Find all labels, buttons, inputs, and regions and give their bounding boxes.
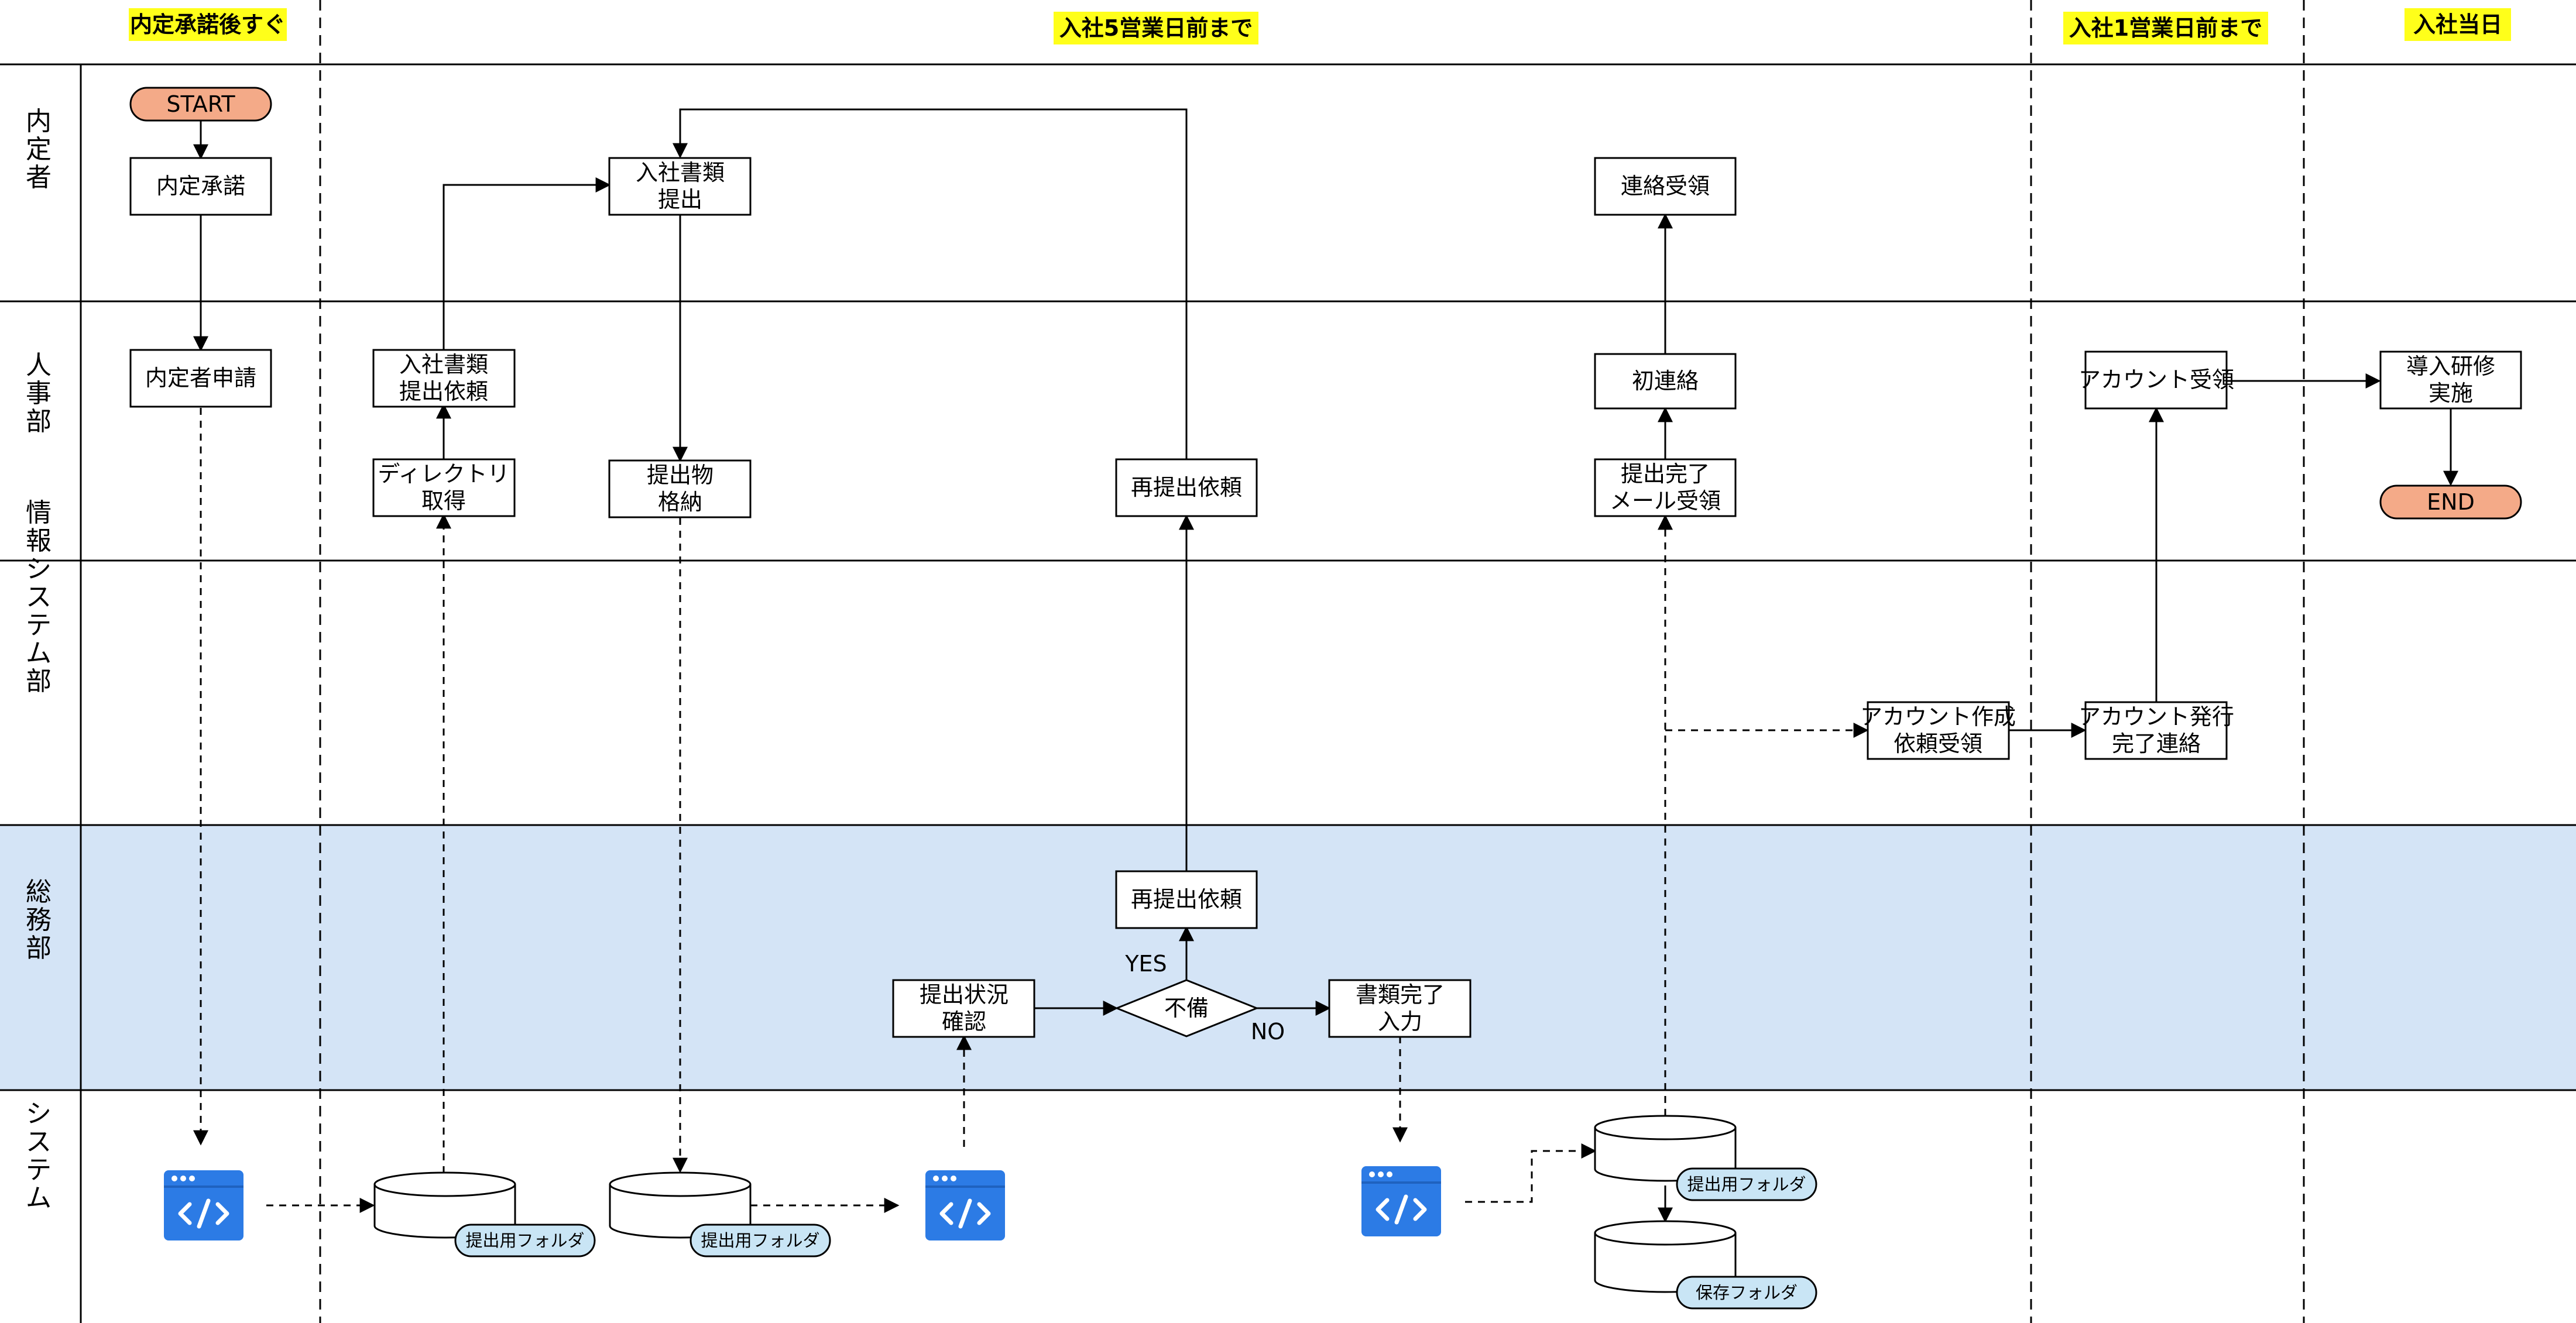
text-teishutsubutsu-kakuno: 提出物格納 [647, 462, 714, 515]
box-teishutsu-jokyo [892, 979, 1035, 1038]
phase-label-1: 内定承諾後すぐ [130, 12, 286, 37]
box-saiteishutsu-irai-hr [1115, 458, 1258, 517]
box-hatsu-renraku [1594, 353, 1737, 410]
text-directory-shutoku: ディレクトリ取得 [378, 461, 509, 514]
folder-label-3-text: 提出用フォルダ [1687, 1174, 1806, 1194]
decision-fubi [1114, 979, 1260, 1037]
text-dounyu-kenshu: 導入研修実施 [2406, 353, 2495, 406]
lane-label-somu: 総務部 [26, 877, 52, 963]
text-mail-juryo: 提出完了メール受領 [1610, 461, 1721, 514]
web-app-code-icon [1361, 1166, 1441, 1236]
end-terminal: END [2379, 484, 2522, 520]
text-account-hakko: アカウント発行完了連絡 [2078, 704, 2234, 757]
phase-label-2: 入社5営業日前まで [1059, 15, 1253, 41]
text-account-juryo: アカウント受領 [2078, 367, 2234, 393]
phase-highlight-3 [2063, 12, 2268, 44]
box-dounyu-kenshu [2379, 350, 2522, 410]
lane-label-jinji: 人事部 [26, 350, 52, 437]
text-fubi: 不備 [1164, 995, 1209, 1021]
lane-label-system: システム [26, 1099, 52, 1213]
folder-label-4: 保存フォルダ [1676, 1276, 1817, 1310]
start-terminal: START [129, 87, 272, 122]
lane-shade-somu [0, 825, 2576, 1090]
web-app-code-icon [925, 1170, 1005, 1240]
box-directory-shutoku [372, 458, 516, 517]
process-boxes [129, 157, 2522, 1038]
text-hatsu-renraku: 初連絡 [1632, 368, 1699, 394]
text-renraku-juryo: 連絡受領 [1621, 173, 1710, 199]
start-label: START [166, 91, 235, 117]
text-saiteishutsu-irai-hr: 再提出依頼 [1131, 475, 1242, 500]
folder-label-1-text: 提出用フォルダ [465, 1231, 584, 1250]
phase-label-4: 入社当日 [2413, 12, 2502, 37]
branch-yes-label: YES [1124, 951, 1167, 977]
text-naitei-shodaku: 内定承諾 [156, 173, 245, 199]
branch-no-label: NO [1251, 1019, 1285, 1044]
folder-label-1: 提出用フォルダ [454, 1224, 596, 1257]
folder-label-4-text: 保存フォルダ [1696, 1283, 1798, 1303]
text-nyusha-shorui-irai: 入社書類提出依頼 [399, 352, 488, 404]
box-naiteisha-shinsei [129, 349, 272, 408]
dashed-connectors [193, 408, 1869, 1213]
text-nyusha-shorui-teishutsu: 入社書類提出 [636, 160, 725, 212]
box-mail-juryo [1594, 458, 1737, 517]
text-naiteisha-shinsei: 内定者申請 [145, 365, 256, 391]
lane-label-joho: 情報システム部 [26, 498, 52, 696]
text-shorui-kanryo: 書類完了入力 [1356, 982, 1445, 1035]
phase-dividers [319, 0, 2305, 1323]
box-account-sakusei [1867, 701, 2010, 760]
box-teishutsubutsu-kakuno [608, 459, 752, 518]
text-account-sakusei: アカウント作成依頼受領 [1860, 704, 2016, 757]
box-account-juryo [2084, 350, 2228, 410]
web-app-code-icon [164, 1170, 243, 1240]
lane-grid [0, 63, 2576, 1323]
phase-label-3: 入社1営業日前まで [2069, 15, 2262, 41]
folder-label-2-text: 提出用フォルダ [701, 1231, 819, 1250]
folder-label-3: 提出用フォルダ [1676, 1167, 1817, 1201]
text-teishutsu-jokyo: 提出状況確認 [920, 982, 1009, 1035]
folder-label-2: 提出用フォルダ [690, 1224, 831, 1257]
box-shorui-kanryo [1328, 979, 1471, 1038]
box-saiteishutsu-irai-ga [1115, 870, 1258, 929]
text-saiteishutsu-irai-ga: 再提出依頼 [1131, 886, 1242, 912]
phase-highlight-4 [2405, 8, 2511, 41]
phase-highlight-1 [129, 8, 287, 41]
box-nyusha-shorui-irai [372, 349, 516, 408]
lane-label-naiteisha: 内定者 [26, 106, 52, 193]
box-nyusha-shorui-teishutsu [608, 157, 752, 216]
phase-highlight-2 [1054, 12, 1258, 44]
end-label: END [2427, 489, 2475, 515]
box-naitei-shodaku [129, 157, 272, 216]
box-renraku-juryo [1594, 157, 1737, 216]
box-account-hakko [2084, 701, 2228, 760]
